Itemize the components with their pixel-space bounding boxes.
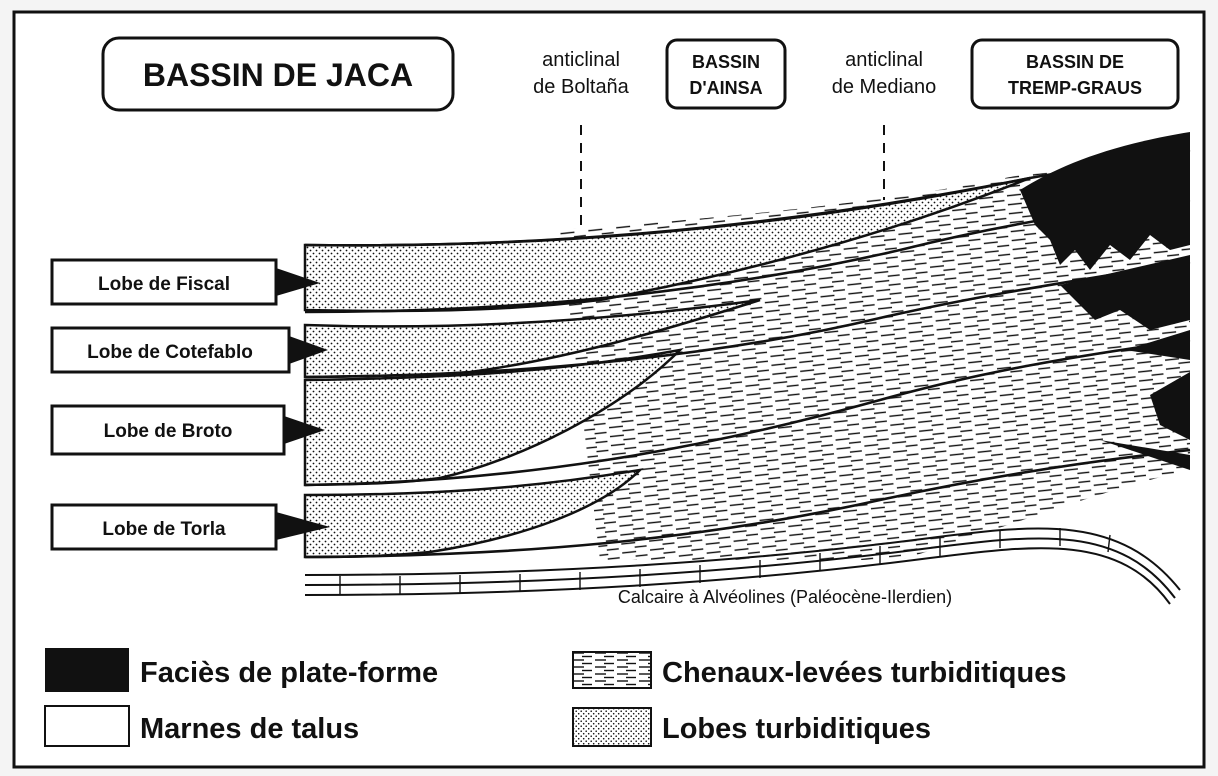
alveolina-limestone-ticks (339, 528, 1111, 594)
alveolina-label: Calcaire à Alvéolines (Paléocène-Ilerdie… (618, 587, 952, 607)
bassin-ainsa-box: BASSIN D'AINSA (665, 38, 787, 110)
bassin-ainsa-line1: BASSIN (692, 52, 760, 72)
lobe-torla-text: Lobe de Torla (102, 519, 226, 540)
mediano-label-line2: de Mediano (832, 76, 937, 98)
boltana-label-line1: anticlinal (542, 49, 620, 71)
platform-facies-wedge (1100, 440, 1190, 470)
legend-item-lobes: Lobes turbiditiques (572, 707, 931, 747)
legend-item-marls: Marnes de talus (44, 705, 359, 747)
lobe-cotefablo-arrow-icon (289, 336, 328, 364)
mediano-label-line1: anticlinal (845, 49, 923, 71)
boltana-label-line2: de Boltaña (533, 76, 630, 98)
bassin-ainsa-line2: D'AINSA (689, 78, 762, 98)
legend-label-lobes: Lobes turbiditiques (662, 713, 931, 745)
legend-label-channels: Chenaux-levées turbiditiques (662, 657, 1067, 689)
platform-facies-main (1020, 132, 1190, 270)
bassin-jaca-box: BASSIN DE JACA (101, 36, 455, 112)
bassin-tremp-line2: TREMP-GRAUS (1008, 78, 1142, 98)
lobe-fiscal-text: Lobe de Fiscal (98, 274, 230, 295)
bassin-tremp-line1: BASSIN DE (1026, 52, 1124, 72)
lobe-torla-label: Lobe de Torla (50, 503, 330, 551)
legend-swatch-channels (572, 651, 652, 689)
lobe-broto-arrow-icon (284, 416, 325, 444)
lobe-fiscal-label: Lobe de Fiscal (50, 258, 320, 306)
platform-facies-lower (1060, 255, 1190, 330)
platform-facies-broto (1150, 372, 1190, 440)
legend-item-platform: Faciès de plate-forme (45, 648, 438, 692)
legend-swatch-marls (44, 705, 130, 747)
platform-facies-tongue (1125, 330, 1190, 360)
lobe-broto-label: Lobe de Broto (50, 404, 325, 456)
legend-label-platform: Faciès de plate-forme (140, 657, 438, 689)
bassin-tremp-box: BASSIN DE TREMP-GRAUS (970, 38, 1180, 110)
legend-swatch-platform (45, 648, 129, 692)
lobe-torla-arrow-icon (276, 512, 330, 540)
legend-item-channels: Chenaux-levées turbiditiques (572, 651, 1067, 689)
lobe-cotefablo-text: Lobe de Cotefablo (87, 342, 253, 363)
alveolina-limestone (304, 527, 1181, 605)
legend: Faciès de plate-forme Chenaux-levées tur… (44, 648, 1067, 747)
legend-swatch-lobes (572, 707, 652, 747)
lobe-fiscal-arrow-icon (276, 268, 320, 296)
lobe-broto-text: Lobe de Broto (104, 421, 233, 442)
lobe-cotefablo-label: Lobe de Cotefablo (50, 326, 328, 374)
legend-label-marls: Marnes de talus (140, 713, 359, 745)
bassin-jaca-title: BASSIN DE JACA (143, 57, 413, 93)
